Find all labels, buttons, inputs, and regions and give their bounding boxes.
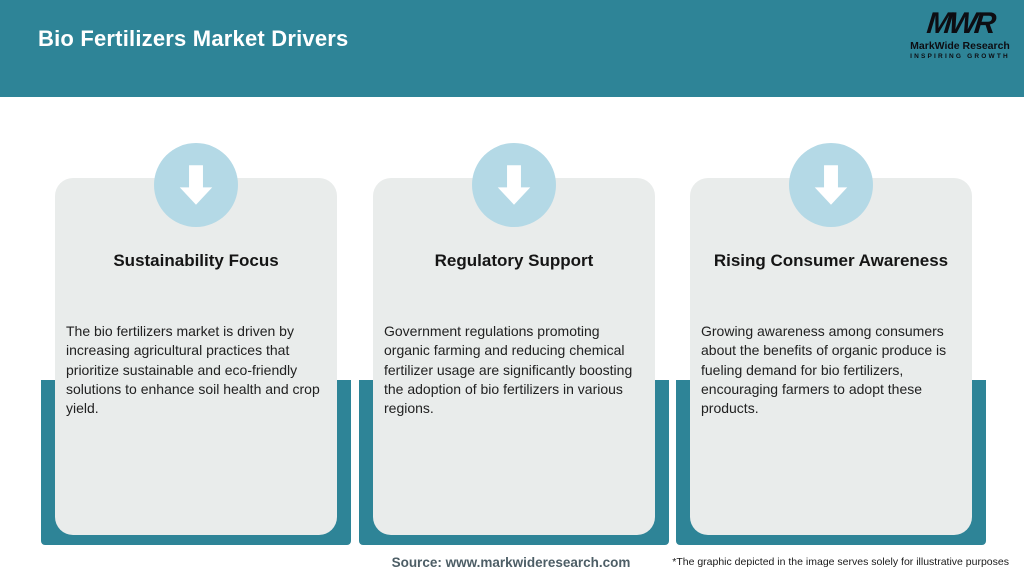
driver-card-sustainability: Sustainability Focus The bio fertilizers… xyxy=(41,143,351,545)
header-bar: Bio Fertilizers Market Drivers MWR MarkW… xyxy=(0,0,1024,97)
logo-company-name: MarkWide Research xyxy=(910,40,1010,52)
logo-monogram: MWR xyxy=(925,7,995,40)
card-body-text: Government regulations promoting organic… xyxy=(384,323,633,417)
card-title: Regulatory Support xyxy=(434,251,594,270)
card-panel: Regulatory Support Government regulation… xyxy=(373,178,655,535)
logo-tagline: INSPIRING GROWTH xyxy=(910,52,1010,60)
card-panel: Sustainability Focus The bio fertilizers… xyxy=(55,178,337,535)
down-arrow-icon xyxy=(789,143,873,227)
driver-card-regulatory: Regulatory Support Government regulation… xyxy=(359,143,669,545)
card-body-text: Growing awareness among consumers about … xyxy=(701,323,947,417)
card-panel: Rising Consumer Awareness Growing awaren… xyxy=(690,178,972,535)
driver-card-awareness: Rising Consumer Awareness Growing awaren… xyxy=(676,143,986,545)
page-title: Bio Fertilizers Market Drivers xyxy=(38,26,349,51)
card-body-text: The bio fertilizers market is driven by … xyxy=(66,323,320,417)
down-arrow-icon xyxy=(472,143,556,227)
card-title: Rising Consumer Awareness xyxy=(713,251,949,270)
card-title: Sustainability Focus xyxy=(113,251,279,270)
disclaimer-text: *The graphic depicted in the image serve… xyxy=(672,556,1009,568)
down-arrow-icon xyxy=(154,143,238,227)
source-text: Source: www.markwideresearch.com xyxy=(391,555,631,570)
markwide-research-logo: MWR MarkWide Research INSPIRING GROWTH xyxy=(910,7,1010,60)
